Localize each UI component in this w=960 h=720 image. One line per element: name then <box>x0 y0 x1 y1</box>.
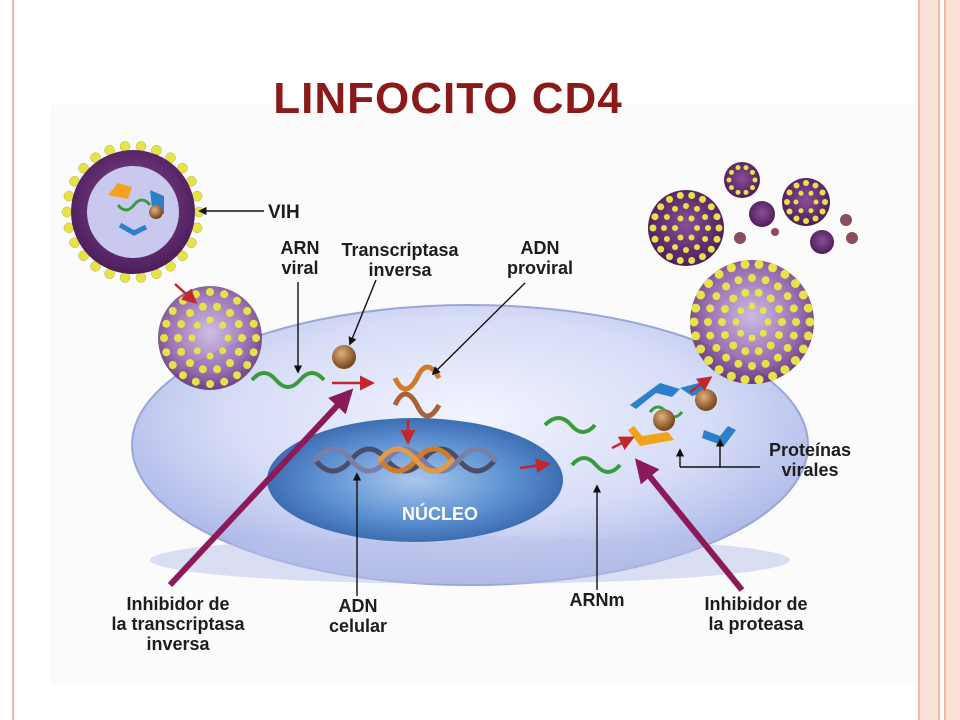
viral-protein-assembly <box>628 382 736 446</box>
label-adn-celular-line2: celular <box>329 616 387 636</box>
label-arnm: ARNm <box>569 590 624 610</box>
label-arn-viral-line2: viral <box>281 258 318 278</box>
reverse-transcriptase-enzyme <box>332 345 356 369</box>
label-proteinas-line2: virales <box>781 460 838 480</box>
mrna-strand-2 <box>570 456 622 474</box>
label-inhibidor-proteasa-line2: la proteasa <box>708 614 804 634</box>
cellular-dna-helix <box>312 446 498 474</box>
slide-border-left <box>12 0 14 720</box>
label-inhibidor-ti-line1: Inhibidor de <box>127 594 230 614</box>
nucleus-label: NÚCLEO <box>402 503 478 524</box>
released-virions <box>648 162 858 266</box>
diagram-title: LINFOCITO CD4 <box>273 74 623 123</box>
label-adn-proviral-line1: ADN <box>521 238 560 258</box>
label-adn-celular-line1: ADN <box>339 596 378 616</box>
label-proteinas-line1: Proteínas <box>769 440 851 460</box>
mrna-strand <box>543 416 597 434</box>
hiv-virion <box>61 141 205 283</box>
label-arn-viral-line1: ARN <box>281 238 320 258</box>
process-flow-arrows <box>174 283 713 474</box>
viral-rna-strand <box>250 371 326 389</box>
inhibitor-arrows <box>167 388 745 592</box>
label-transcriptasa-line1: Transcriptasa <box>341 240 459 260</box>
label-inhibidor-proteasa-line1: Inhibidor de <box>705 594 808 614</box>
label-adn-proviral-line2: proviral <box>507 258 573 278</box>
cell-shadow <box>150 536 790 584</box>
label-inhibidor-ti-line3: inversa <box>146 634 210 654</box>
label-inhibidor-ti-line2: la transcriptasa <box>111 614 245 634</box>
slide-border-right-outer <box>944 0 960 720</box>
label-transcriptasa-line2: inversa <box>368 260 432 280</box>
fusing-virion <box>158 286 262 390</box>
budding-virion <box>689 259 815 385</box>
label-vih: VIH <box>268 202 300 223</box>
slide-border-right <box>918 0 940 720</box>
label-leader-lines <box>198 206 725 596</box>
